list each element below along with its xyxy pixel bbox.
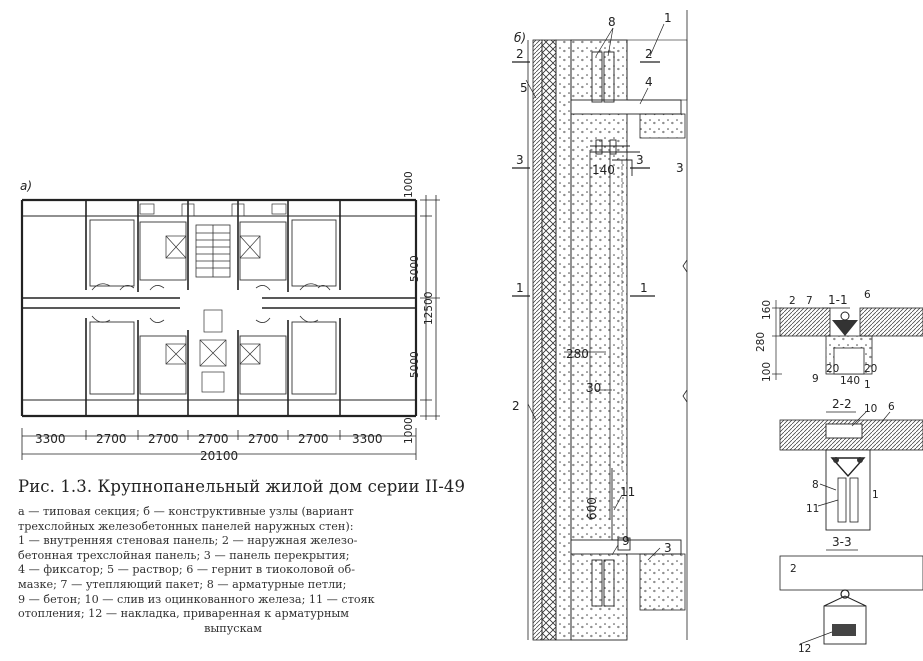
legend-line: бетонная трехслойная панель; 3 — панель …	[18, 548, 350, 562]
legend-line: отопления; 12 — накладка, приваренная к …	[18, 607, 350, 621]
legend-line: трехслойных железобетонных панелей наруж…	[18, 519, 354, 533]
plan-total-depth: 12500	[423, 292, 435, 325]
plan-dim-2: 2700	[148, 432, 179, 446]
detail-1-1-d140: 140	[840, 375, 860, 387]
section-marker-140: 140	[592, 163, 615, 177]
detail-2-2-n11: 11	[806, 503, 819, 515]
plan-dim-1: 2700	[96, 432, 127, 446]
section-label: б)	[514, 31, 526, 45]
section-marker-3b: 3	[636, 153, 644, 167]
section-marker-2a: 2	[516, 47, 524, 61]
legend-line: мазке; 7 — утепляющий пакет; 8 — арматур…	[18, 577, 347, 591]
plan-right-dim-2: 5000	[409, 351, 421, 378]
detail-2-2-n6: 6	[888, 401, 895, 413]
detail-3-3: 3-3 2 12	[779, 535, 923, 655]
plan-dim-0: 3300	[35, 432, 66, 446]
detail-1-1-d20a: 20	[826, 363, 839, 375]
section-marker-600: 600	[585, 497, 599, 520]
floor-plan: а)	[20, 171, 440, 463]
detail-1-1-n6: 6	[864, 289, 871, 301]
detail-2-2-n1: 1	[872, 489, 879, 501]
wall-section: б)	[512, 10, 688, 641]
detail-1-1-d280: 280	[755, 332, 767, 352]
section-marker-2b: 2	[645, 47, 653, 61]
detail-3-3-n12: 12	[798, 643, 811, 655]
section-marker-3d: 3	[664, 541, 672, 555]
detail-1-1: 1-1 2 7 6 160 280 100 9 20 140 20 1	[755, 289, 923, 391]
section-marker-2-side: 2	[512, 399, 520, 413]
section-marker-280: 280	[566, 347, 589, 361]
section-marker-1a: 1	[516, 281, 524, 295]
detail-1-1-n7: 7	[806, 295, 813, 307]
detail-1-1-n9: 9	[812, 373, 819, 385]
detail-1-1-d20b: 20	[864, 363, 877, 375]
section-marker-9: 9	[622, 534, 630, 548]
detail-2-2-n8: 8	[812, 479, 819, 491]
legend-line: 4 — фиксатор; 5 — раствор; 6 — гернит в …	[18, 563, 356, 577]
plan-dim-5: 2700	[298, 432, 329, 446]
legend-line: 9 — бетон; 10 — слив из оцинкованного же…	[18, 592, 375, 606]
detail-1-1-n1: 1	[864, 379, 871, 391]
plan-right-dim-3: 1000	[403, 417, 415, 444]
detail-1-1-d100: 100	[761, 362, 773, 382]
legend-line: 1 — внутренняя стеновая панель; 2 — нару…	[18, 534, 358, 548]
section-marker-4: 4	[645, 75, 653, 89]
figure-caption: Рис. 1.3. Крупнопанельный жилой дом сери…	[18, 477, 466, 636]
detail-3-3-n2: 2	[790, 563, 797, 575]
detail-1-1-title: 1-1	[828, 293, 848, 307]
detail-1-1-n2: 2	[789, 295, 796, 307]
plan-right-dim-1: 5000	[409, 255, 421, 282]
detail-1-1-d160: 160	[761, 300, 773, 320]
plan-dim-4: 2700	[248, 432, 279, 446]
section-marker-5: 5	[520, 81, 528, 95]
caption-title: Рис. 1.3. Крупнопанельный жилой дом сери…	[18, 477, 466, 496]
detail-3-3-title: 3-3	[832, 535, 852, 549]
plan-dim-6: 3300	[352, 432, 383, 446]
detail-2-2: 2-2 10 6 8 11 1	[779, 397, 923, 531]
plan-total-width: 20100	[200, 449, 238, 463]
detail-2-2-n10: 10	[864, 403, 877, 415]
section-marker-8: 8	[608, 15, 616, 29]
plan-label: а)	[20, 179, 32, 193]
plan-dim-3: 2700	[198, 432, 229, 446]
section-marker-3c: 3	[676, 161, 684, 175]
legend-line: а — типовая секция; б — конструктивные у…	[18, 505, 354, 518]
plan-right-dim-0: 1000	[403, 171, 415, 198]
section-marker-1b: 1	[640, 281, 648, 295]
section-marker-3a: 3	[516, 153, 524, 167]
section-marker-11: 11	[620, 485, 635, 499]
detail-2-2-title: 2-2	[832, 397, 852, 411]
legend-last-line: выпускам	[204, 621, 262, 635]
section-marker-30: 30	[586, 381, 601, 395]
caption-legend: а — типовая секция; б — конструктивные у…	[18, 505, 448, 636]
section-marker-1-top: 1	[664, 11, 672, 25]
